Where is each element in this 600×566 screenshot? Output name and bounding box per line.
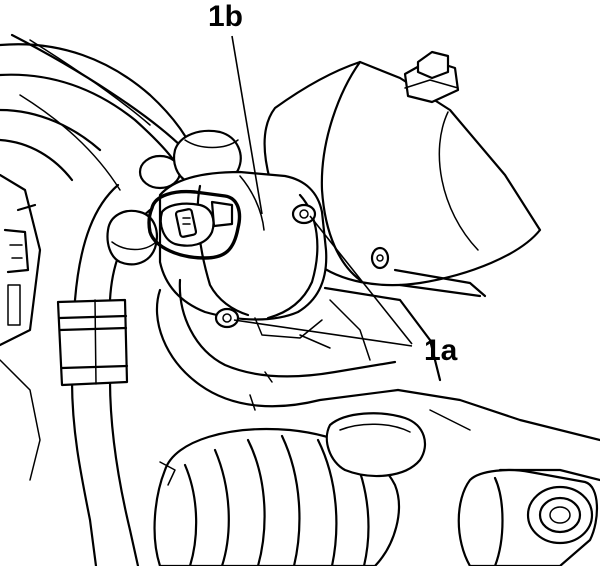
callout-label-1a: 1a <box>424 334 458 367</box>
leader-1a-upper <box>309 215 413 345</box>
callout-label-1b: 1b <box>208 0 243 33</box>
reservoir-cap <box>403 50 460 104</box>
callout-leaders <box>231 35 413 347</box>
retaining-bolt-lower <box>214 307 240 329</box>
boot-clamp <box>325 412 427 478</box>
hose-clamp <box>56 298 129 387</box>
bent-pipe <box>155 278 400 411</box>
electrical-connector <box>147 189 242 260</box>
retaining-bolt-upper <box>291 203 317 225</box>
pipe-fitting <box>457 468 599 566</box>
leader-1b <box>231 35 263 215</box>
leader-1a-lower <box>233 319 413 347</box>
left-bracket <box>0 173 42 481</box>
